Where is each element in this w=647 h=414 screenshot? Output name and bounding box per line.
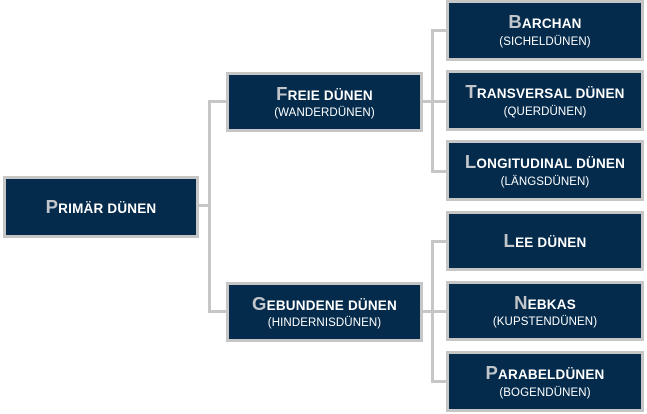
title-rest: EBUNDENE DÜNEN	[266, 297, 397, 313]
connector-gebundene-to-nebkas	[431, 310, 449, 313]
node-longitudinal-duenen[interactable]: LONGITUDINAL DÜNEN (LÄNGSDÜNEN)	[446, 140, 644, 201]
node-barchan-title: BARCHAN	[508, 11, 582, 33]
connector-root-to-freie	[208, 100, 229, 103]
node-nebkas[interactable]: NEBKAS (KUPSTENDÜNEN)	[446, 281, 644, 341]
node-freie-duenen-subtitle: (WANDERDÜNEN)	[274, 107, 375, 120]
dropcap-letter: F	[276, 82, 288, 104]
node-primaer-duenen-title: PRIMÄR DÜNEN	[45, 195, 157, 217]
node-gebundene-duenen-title: GEBUNDENE DÜNEN	[252, 292, 397, 314]
node-transversal-duenen-subtitle: (QUERDÜNEN)	[503, 105, 587, 118]
node-gebundene-duenen[interactable]: GEBUNDENE DÜNEN (HINDERNISDÜNEN)	[226, 282, 423, 342]
node-parabelduenen-subtitle: (BOGENDÜNEN)	[499, 386, 591, 399]
title-rest: ONGITUDINAL DÜNEN	[476, 156, 626, 172]
connector-freie-to-longitudinal	[431, 170, 449, 173]
title-rest: RIMÄR DÜNEN	[58, 200, 157, 216]
connector-root-to-gebundene	[208, 310, 229, 313]
title-rest: RANSVERSAL DÜNEN	[476, 86, 625, 102]
node-lee-duenen[interactable]: LEE DÜNEN	[446, 211, 644, 271]
node-primaer-duenen[interactable]: PRIMÄR DÜNEN	[3, 176, 199, 238]
connector-freie-to-transversal	[431, 100, 449, 103]
title-rest: ARABELDÜNEN	[498, 367, 605, 383]
node-gebundene-duenen-subtitle: (HINDERNISDÜNEN)	[267, 317, 382, 330]
title-rest: EE DÜNEN	[515, 234, 587, 250]
connector-gebundene-to-parabel	[431, 380, 449, 383]
node-lee-duenen-title: LEE DÜNEN	[503, 229, 587, 251]
dropcap-letter: N	[514, 291, 528, 313]
dropcap-letter: G	[252, 292, 267, 314]
title-rest: ARCHAN	[521, 16, 582, 32]
title-rest: REIE DÜNEN	[287, 87, 373, 103]
node-parabelduenen[interactable]: PARABELDÜNEN (BOGENDÜNEN)	[446, 351, 644, 412]
dropcap-letter: P	[485, 362, 499, 384]
node-transversal-duenen[interactable]: TRANSVERSAL DÜNEN (QUERDÜNEN)	[446, 70, 644, 131]
connector-gebundene-stub	[420, 310, 433, 313]
node-longitudinal-duenen-subtitle: (LÄNGSDÜNEN)	[500, 175, 590, 188]
node-nebkas-title: NEBKAS	[514, 291, 576, 313]
node-freie-duenen[interactable]: FREIE DÜNEN (WANDERDÜNEN)	[226, 72, 423, 132]
node-longitudinal-duenen-title: LONGITUDINAL DÜNEN	[464, 151, 626, 173]
node-transversal-duenen-title: TRANSVERSAL DÜNEN	[465, 81, 625, 103]
dropcap-letter: L	[503, 229, 516, 251]
node-nebkas-subtitle: (KUPSTENDÜNEN)	[492, 316, 598, 329]
node-parabelduenen-title: PARABELDÜNEN	[485, 362, 605, 384]
dropcap-letter: P	[45, 195, 59, 217]
node-barchan[interactable]: BARCHAN (SICHELDÜNEN)	[446, 0, 644, 61]
dropcap-letter: L	[464, 151, 477, 173]
connector-freie-stub	[420, 100, 433, 103]
node-freie-duenen-title: FREIE DÜNEN	[276, 82, 373, 104]
node-barchan-subtitle: (SICHELDÜNEN)	[499, 35, 591, 48]
title-rest: EBKAS	[527, 296, 576, 312]
connector-gebundene-to-lee	[431, 240, 449, 243]
connector-freie-to-barchan	[431, 29, 449, 32]
dropcap-letter: B	[508, 11, 522, 33]
dropcap-letter: T	[465, 81, 477, 103]
connector-root-trunk	[208, 100, 211, 313]
